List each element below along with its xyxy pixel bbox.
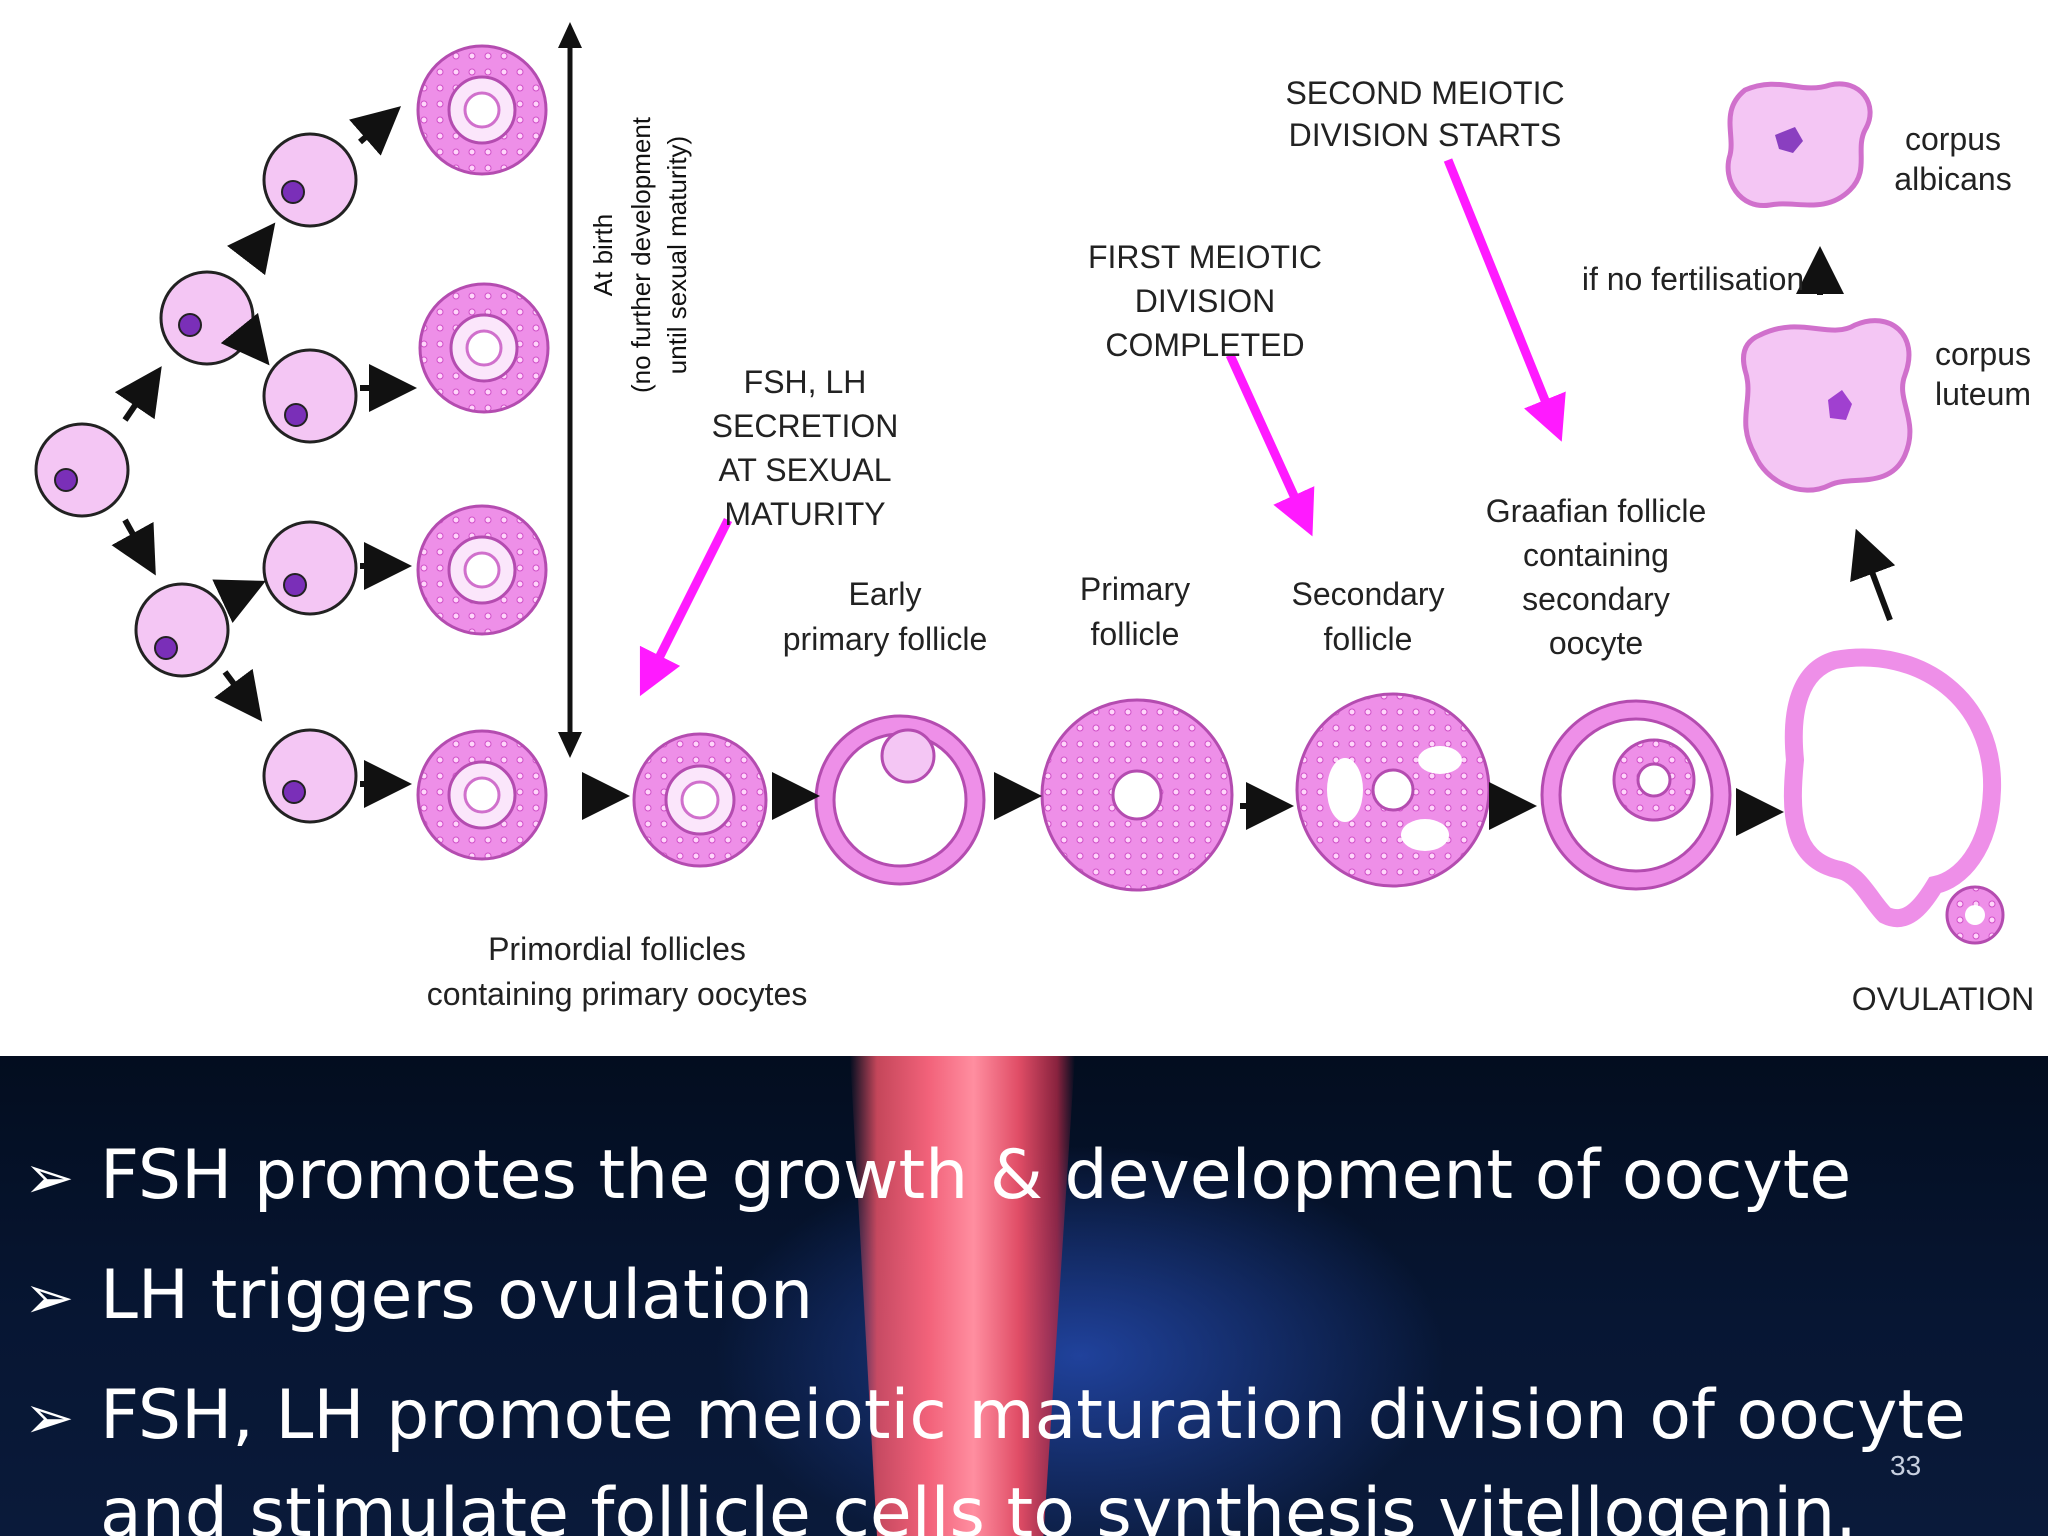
oogonium-cell bbox=[262, 132, 358, 228]
label-fsh-lh-3: AT SEXUAL bbox=[718, 452, 891, 488]
slide-number: 33 bbox=[1890, 1450, 1922, 1481]
oogonia-cells bbox=[34, 132, 358, 824]
oogonium-cell bbox=[159, 270, 255, 366]
corpus-albicans bbox=[1725, 81, 1873, 208]
bullet-arrow-icon: ➢ bbox=[24, 1263, 75, 1333]
label-if-no-fertilisation: if no fertilisation bbox=[1582, 261, 1804, 297]
bullet-item: ➢ FSH promotes the growth & development o… bbox=[24, 1126, 1851, 1228]
primordial-follicle bbox=[416, 44, 548, 176]
follicle-sequence bbox=[632, 648, 2005, 945]
bullet-text: FSH promotes the growth & development of… bbox=[100, 1136, 1852, 1215]
primordial-follicle-stage bbox=[632, 732, 768, 868]
label-corpus-luteum-2: luteum bbox=[1935, 376, 2031, 412]
background-light-beam bbox=[850, 1056, 1075, 1536]
bullet-item: ➢ LH triggers ovulation bbox=[24, 1246, 813, 1348]
bullet-arrow-icon: ➢ bbox=[24, 1143, 75, 1213]
corpus-luteum bbox=[1741, 318, 1913, 493]
primordial-follicle bbox=[416, 729, 548, 861]
bullet-text: FSH, LH promote meiotic maturation divis… bbox=[100, 1376, 1966, 1455]
label-primary-1: Primary bbox=[1080, 571, 1190, 607]
label-corpus-albicans-1: corpus bbox=[1905, 121, 2001, 157]
tree-arrows bbox=[111, 106, 417, 808]
primary-follicle bbox=[1040, 698, 1234, 892]
label-first-meiotic-1: FIRST MEIOTIC bbox=[1088, 239, 1322, 275]
at-birth-double-arrow bbox=[558, 22, 582, 758]
sequence-arrows bbox=[582, 246, 1896, 836]
label-first-meiotic-2: DIVISION bbox=[1135, 283, 1275, 319]
label-early-primary-2: primary follicle bbox=[783, 621, 987, 657]
label-early-primary-1: Early bbox=[849, 576, 922, 612]
label-fsh-lh-4: MATURITY bbox=[724, 496, 885, 532]
oogonium-cell bbox=[134, 582, 230, 678]
primordial-follicle bbox=[416, 504, 548, 636]
primordial-follicles bbox=[416, 44, 550, 861]
oogonium-cell bbox=[34, 422, 130, 518]
label-second-meiotic-2: DIVISION STARTS bbox=[1289, 117, 1562, 153]
primordial-follicle bbox=[418, 282, 550, 414]
label-second-meiotic-1: SECOND MEIOTIC bbox=[1285, 75, 1564, 111]
label-primordial-1: Primordial follicles bbox=[488, 931, 746, 967]
graafian-follicle bbox=[1540, 699, 1732, 891]
bullet-panel: ➢ FSH promotes the growth & development o… bbox=[0, 1056, 2048, 1536]
label-graafian-1: Graafian follicle bbox=[1486, 493, 1707, 529]
label-no-further-2: until sexual maturity) bbox=[662, 136, 692, 374]
oogonium-cell bbox=[262, 728, 358, 824]
label-secondary-2: follicle bbox=[1324, 621, 1413, 657]
oogonium-cell bbox=[262, 520, 358, 616]
ovulating-follicle bbox=[1783, 648, 2005, 945]
bullet-continuation: and stimulate follicle cells to synthesi… bbox=[100, 1474, 1857, 1536]
label-primordial-2: containing primary oocytes bbox=[427, 976, 808, 1012]
label-fsh-lh-2: SECRETION bbox=[712, 408, 899, 444]
oogenesis-diagram: At birth (no further development until s… bbox=[34, 22, 2035, 1017]
label-fsh-lh-1: FSH, LH bbox=[744, 364, 867, 400]
label-corpus-luteum-1: corpus bbox=[1935, 336, 2031, 372]
magenta-arrows bbox=[639, 158, 1566, 697]
label-at-birth: At birth bbox=[588, 214, 618, 296]
label-graafian-2: containing bbox=[1523, 537, 1669, 573]
label-graafian-3: secondary bbox=[1522, 581, 1670, 617]
label-primary-2: follicle bbox=[1091, 616, 1180, 652]
early-primary-follicle bbox=[814, 714, 986, 886]
bullet-text: LH triggers ovulation bbox=[100, 1256, 814, 1335]
label-first-meiotic-3: COMPLETED bbox=[1105, 327, 1304, 363]
bullet-item: ➢ FSH, LH promote meiotic maturation divi… bbox=[24, 1366, 1966, 1468]
label-corpus-albicans-2: albicans bbox=[1894, 161, 2011, 197]
diagram-svg: At birth (no further development until s… bbox=[34, 22, 2035, 1017]
label-ovulation: OVULATION bbox=[1852, 981, 2035, 1017]
oogonium-cell bbox=[262, 348, 358, 444]
label-no-further-1: (no further development bbox=[626, 116, 656, 393]
secondary-follicle bbox=[1295, 692, 1491, 888]
label-graafian-4: oocyte bbox=[1549, 625, 1643, 661]
label-secondary-1: Secondary bbox=[1292, 576, 1445, 612]
bullet-arrow-icon: ➢ bbox=[24, 1383, 75, 1453]
